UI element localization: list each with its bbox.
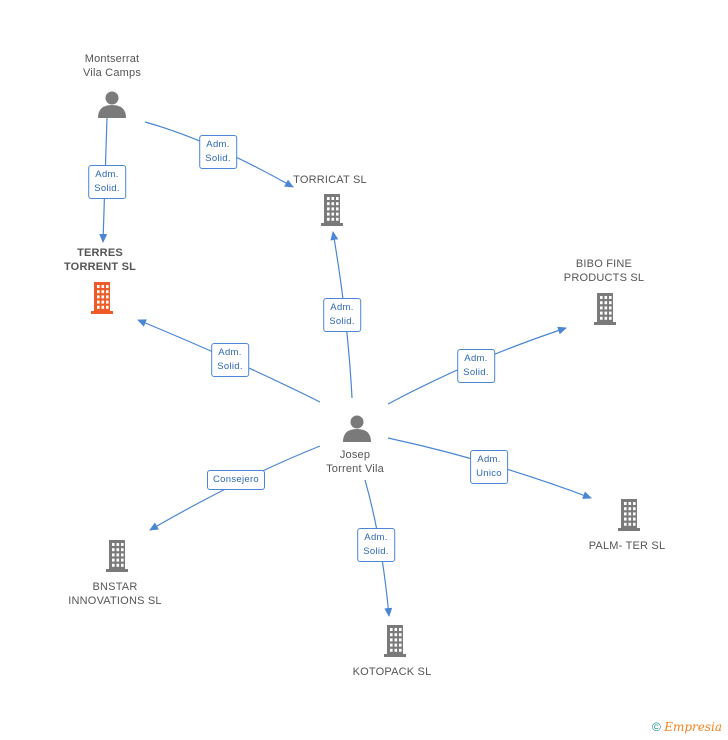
edge-label-josep-to-kotopack: Adm. Solid. bbox=[357, 528, 395, 562]
brand-logo[interactable]: Empresia bbox=[664, 720, 722, 734]
edge-label-montserrat-to-torricat: Adm. Solid. bbox=[199, 135, 237, 169]
montserrat-person-icon[interactable] bbox=[98, 91, 126, 119]
palmter-building-icon[interactable] bbox=[618, 499, 640, 531]
bnstar-label[interactable]: BNSTAR INNOVATIONS SL bbox=[68, 581, 162, 607]
copyright: © Empresia bbox=[652, 720, 722, 734]
edge-label-josep-to-bibo: Adm. Solid. bbox=[457, 349, 495, 383]
palmter-label[interactable]: PALM- TER SL bbox=[588, 540, 666, 552]
bibo-label[interactable]: BIBO FINE PRODUCTS SL bbox=[563, 258, 645, 284]
josep-label[interactable]: Josep Torrent Vila bbox=[326, 449, 384, 475]
edge-label-josep-to-terres: Adm. Solid. bbox=[211, 343, 249, 377]
torricat-building-icon[interactable] bbox=[321, 194, 343, 226]
copyright-symbol: © bbox=[652, 720, 661, 734]
icons-layer bbox=[91, 91, 640, 657]
kotopack-label[interactable]: KOTOPACK SL bbox=[352, 666, 432, 678]
edge-label-montserrat-to-terres: Adm. Solid. bbox=[88, 165, 126, 199]
kotopack-building-icon[interactable] bbox=[384, 625, 406, 657]
torricat-label[interactable]: TORRICAT SL bbox=[293, 174, 367, 186]
edge-label-josep-to-palmter: Adm. Unico bbox=[470, 450, 508, 484]
terres-label[interactable]: TERRES TORRENT SL bbox=[63, 247, 137, 273]
bibo-building-icon[interactable] bbox=[594, 293, 616, 325]
montserrat-label[interactable]: Montserrat Vila Camps bbox=[82, 53, 142, 79]
terres-building-icon[interactable] bbox=[91, 282, 113, 314]
edge-label-josep-to-bnstar: Consejero bbox=[206, 470, 266, 490]
edge-label-josep-to-torricat: Adm. Solid. bbox=[323, 298, 361, 332]
edges-layer bbox=[99, 117, 592, 617]
josep-person-icon[interactable] bbox=[343, 415, 371, 443]
bnstar-building-icon[interactable] bbox=[106, 540, 128, 572]
